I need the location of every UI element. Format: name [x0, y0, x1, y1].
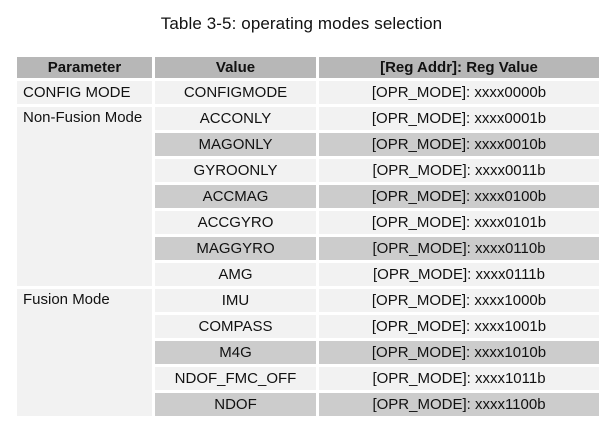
table-row: M4G [OPR_MODE]: xxxx1010b	[17, 341, 599, 364]
table-row: MAGGYRO [OPR_MODE]: xxxx0110b	[17, 237, 599, 260]
table-header-row: Parameter Value [Reg Addr]: Reg Value	[17, 57, 599, 78]
value-cell: MAGGYRO	[155, 237, 316, 260]
header-reg-value: [Reg Addr]: Reg Value	[319, 57, 599, 78]
reg-value-cell: [OPR_MODE]: xxxx1100b	[319, 393, 599, 416]
table-caption: Table 3-5: operating modes selection	[160, 14, 443, 33]
value-cell: NDOF	[155, 393, 316, 416]
value-cell: NDOF_FMC_OFF	[155, 367, 316, 390]
value-cell: ACCMAG	[155, 185, 316, 208]
table-row: NDOF [OPR_MODE]: xxxx1100b	[17, 393, 599, 416]
value-cell: COMPASS	[155, 315, 316, 338]
reg-value-cell: [OPR_MODE]: xxxx0110b	[319, 237, 599, 260]
table-row: COMPASS [OPR_MODE]: xxxx1001b	[17, 315, 599, 338]
value-cell: AMG	[155, 263, 316, 286]
table-row: NDOF_FMC_OFF [OPR_MODE]: xxxx1011b	[17, 367, 599, 390]
table-row: ACCGYRO [OPR_MODE]: xxxx0101b	[17, 211, 599, 234]
table-row: CONFIG MODE CONFIGMODE [OPR_MODE]: xxxx0…	[17, 81, 599, 104]
reg-value-cell: [OPR_MODE]: xxxx0111b	[319, 263, 599, 286]
table-row: ACCMAG [OPR_MODE]: xxxx0100b	[17, 185, 599, 208]
reg-value-cell: [OPR_MODE]: xxxx1011b	[319, 367, 599, 390]
parameter-cell: Fusion Mode	[17, 289, 152, 416]
reg-value-cell: [OPR_MODE]: xxxx1001b	[319, 315, 599, 338]
table-row: AMG [OPR_MODE]: xxxx0111b	[17, 263, 599, 286]
value-cell: CONFIGMODE	[155, 81, 316, 104]
value-cell: IMU	[155, 289, 316, 312]
parameter-cell: CONFIG MODE	[17, 81, 152, 104]
reg-value-cell: [OPR_MODE]: xxxx0100b	[319, 185, 599, 208]
reg-value-cell: [OPR_MODE]: xxxx1000b	[319, 289, 599, 312]
value-cell: M4G	[155, 341, 316, 364]
table-row: MAGONLY [OPR_MODE]: xxxx0010b	[17, 133, 599, 156]
operating-modes-table: Parameter Value [Reg Addr]: Reg Value CO…	[14, 54, 602, 419]
reg-value-cell: [OPR_MODE]: xxxx0000b	[319, 81, 599, 104]
value-cell: ACCGYRO	[155, 211, 316, 234]
header-value: Value	[155, 57, 316, 78]
value-cell: ACCONLY	[155, 107, 316, 130]
reg-value-cell: [OPR_MODE]: xxxx1010b	[319, 341, 599, 364]
reg-value-cell: [OPR_MODE]: xxxx0011b	[319, 159, 599, 182]
reg-value-cell: [OPR_MODE]: xxxx0001b	[319, 107, 599, 130]
table-row: GYROONLY [OPR_MODE]: xxxx0011b	[17, 159, 599, 182]
reg-value-cell: [OPR_MODE]: xxxx0101b	[319, 211, 599, 234]
parameter-cell: Non-Fusion Mode	[17, 107, 152, 286]
value-cell: MAGONLY	[155, 133, 316, 156]
table-row: Fusion Mode IMU [OPR_MODE]: xxxx1000b	[17, 289, 599, 416]
header-parameter: Parameter	[17, 57, 152, 78]
value-cell: GYROONLY	[155, 159, 316, 182]
table-row: Non-Fusion Mode ACCONLY [OPR_MODE]: xxxx…	[17, 107, 599, 286]
reg-value-cell: [OPR_MODE]: xxxx0010b	[319, 133, 599, 156]
